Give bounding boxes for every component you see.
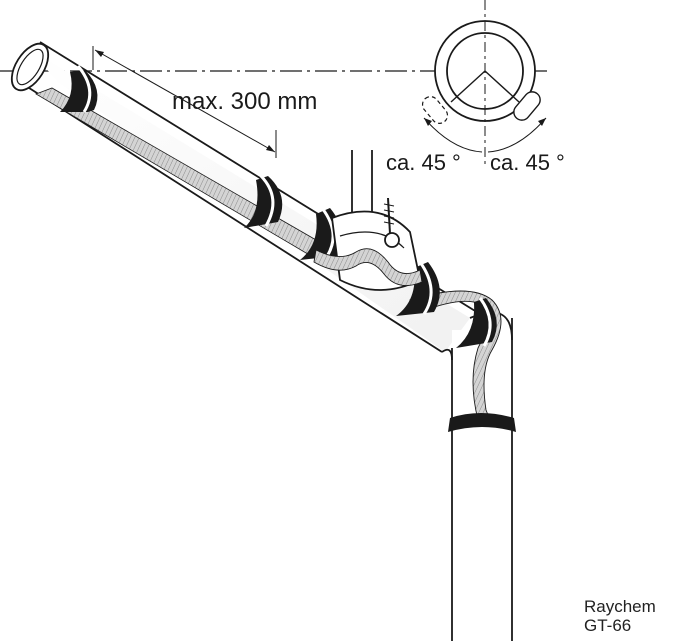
- pipe-open-end: [10, 42, 50, 92]
- fixing-band-2: [244, 176, 283, 228]
- tape-position-left: [421, 96, 449, 124]
- fixing-band-6: [448, 413, 516, 432]
- fitting-heating-tape: [313, 248, 423, 287]
- caption-model: GT-66: [584, 616, 632, 635]
- fixing-bands: [60, 65, 516, 432]
- caption-brand: Raychem: [584, 597, 656, 616]
- spacing-label: max. 300 mm: [172, 88, 317, 115]
- spacing-dimension: [92, 46, 277, 158]
- angle-label-right: ca. 45 °: [490, 150, 565, 175]
- screw-head: [384, 232, 400, 248]
- angle-label-left: ca. 45 °: [386, 150, 461, 175]
- pipe-hanger-fitting: [313, 150, 423, 291]
- vertical-pipe: [409, 290, 513, 641]
- product-caption: Raychem GT-66: [584, 597, 656, 635]
- tape-position-right: [513, 91, 541, 121]
- cross-section-detail: [421, 0, 547, 168]
